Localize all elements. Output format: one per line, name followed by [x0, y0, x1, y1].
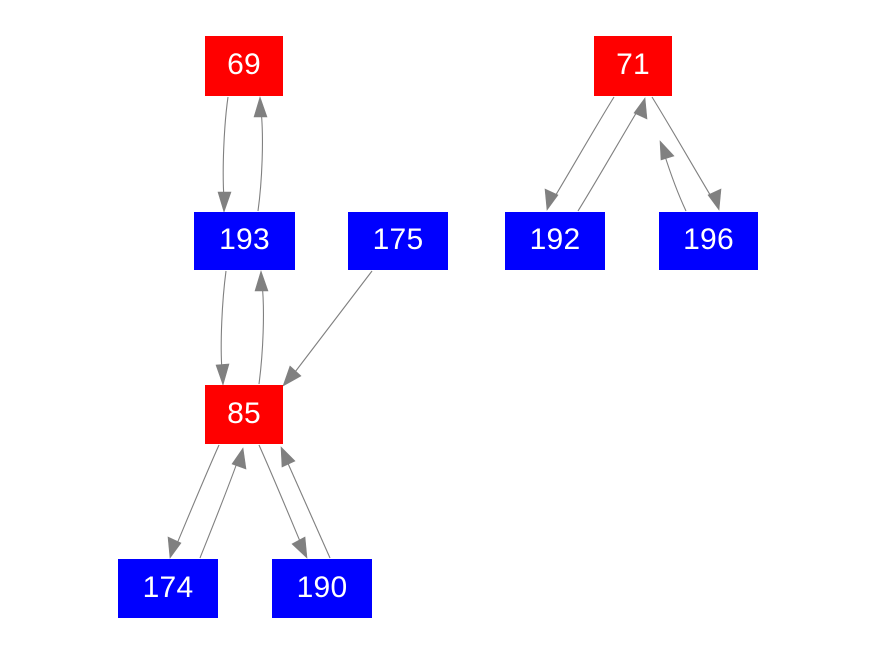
- graph-node-label-192: 192: [529, 223, 581, 256]
- edge-71-to-196: [651, 96, 722, 211]
- graph-node-label-85: 85: [227, 396, 261, 430]
- edge-71-to-196-line: [651, 96, 713, 199]
- edge-175-to-85: [282, 270, 373, 387]
- edge-69-to-193-line: [222, 96, 229, 200]
- graph-node-label-196: 196: [683, 223, 734, 256]
- edge-192-to-71-line: [577, 109, 639, 212]
- graph-node-196[interactable]: 196: [659, 212, 758, 270]
- edge-69-to-193-arrowhead-icon: [217, 191, 232, 213]
- edge-193-to-69-arrowhead-icon: [253, 96, 268, 118]
- edge-85-to-190-line: [258, 444, 303, 547]
- edge-85-to-193-line: [258, 282, 264, 385]
- edge-190-to-85-arrowhead-icon: [280, 446, 296, 468]
- edge-71-to-196-arrowhead-icon: [707, 188, 722, 211]
- edge-190-to-85: [280, 446, 331, 559]
- edge-85-to-174-arrowhead-icon: [167, 536, 182, 559]
- graph-node-label-193: 193: [219, 223, 270, 256]
- edge-85-to-174: [167, 444, 220, 559]
- graph-node-label-71: 71: [616, 48, 650, 81]
- edge-175-to-85-line: [291, 270, 373, 377]
- edge-71-to-192-line: [553, 96, 615, 199]
- graph-node-174[interactable]: 174: [118, 559, 218, 618]
- edge-193-to-85-arrowhead-icon: [215, 363, 230, 386]
- graph-node-71[interactable]: 71: [594, 36, 672, 96]
- edge-174-to-85-arrowhead-icon: [231, 447, 247, 470]
- edge-196-to-71: [659, 140, 687, 212]
- graph-node-69[interactable]: 69: [205, 36, 283, 96]
- edge-174-to-85: [199, 447, 247, 559]
- edge-175-to-85-arrowhead-icon: [282, 365, 302, 387]
- edge-196-to-71-arrowhead-icon: [659, 140, 675, 161]
- edge-85-to-190: [258, 444, 308, 559]
- graph-node-label-174: 174: [142, 570, 194, 604]
- graph-node-192[interactable]: 192: [505, 212, 605, 270]
- graph-node-label-190: 190: [296, 570, 348, 604]
- edge-193-to-85: [215, 270, 230, 386]
- edge-192-to-71-arrowhead-icon: [633, 97, 648, 120]
- edge-174-to-85-line: [199, 459, 239, 559]
- graph-node-label-175: 175: [372, 223, 424, 256]
- edge-190-to-85-line: [285, 458, 331, 559]
- graph-node-190[interactable]: 190: [272, 559, 372, 618]
- edge-71-to-192: [544, 96, 615, 211]
- edge-85-to-190-arrowhead-icon: [291, 536, 308, 559]
- edge-71-to-192-arrowhead-icon: [544, 188, 559, 211]
- edge-85-to-193: [254, 270, 269, 385]
- edge-193-to-69: [253, 96, 268, 212]
- edge-69-to-193: [217, 96, 232, 213]
- edge-196-to-71-line: [663, 152, 687, 212]
- edge-85-to-174-line: [175, 444, 220, 547]
- edge-85-to-193-arrowhead-icon: [254, 270, 269, 292]
- edge-193-to-85-line: [220, 270, 227, 372]
- graph-node-193[interactable]: 193: [194, 212, 295, 270]
- edge-192-to-71: [577, 97, 648, 212]
- graph-node-label-69: 69: [227, 48, 261, 81]
- graph-node-175[interactable]: 175: [348, 212, 448, 270]
- graph-node-85[interactable]: 85: [205, 385, 283, 444]
- edge-193-to-69-line: [257, 109, 263, 212]
